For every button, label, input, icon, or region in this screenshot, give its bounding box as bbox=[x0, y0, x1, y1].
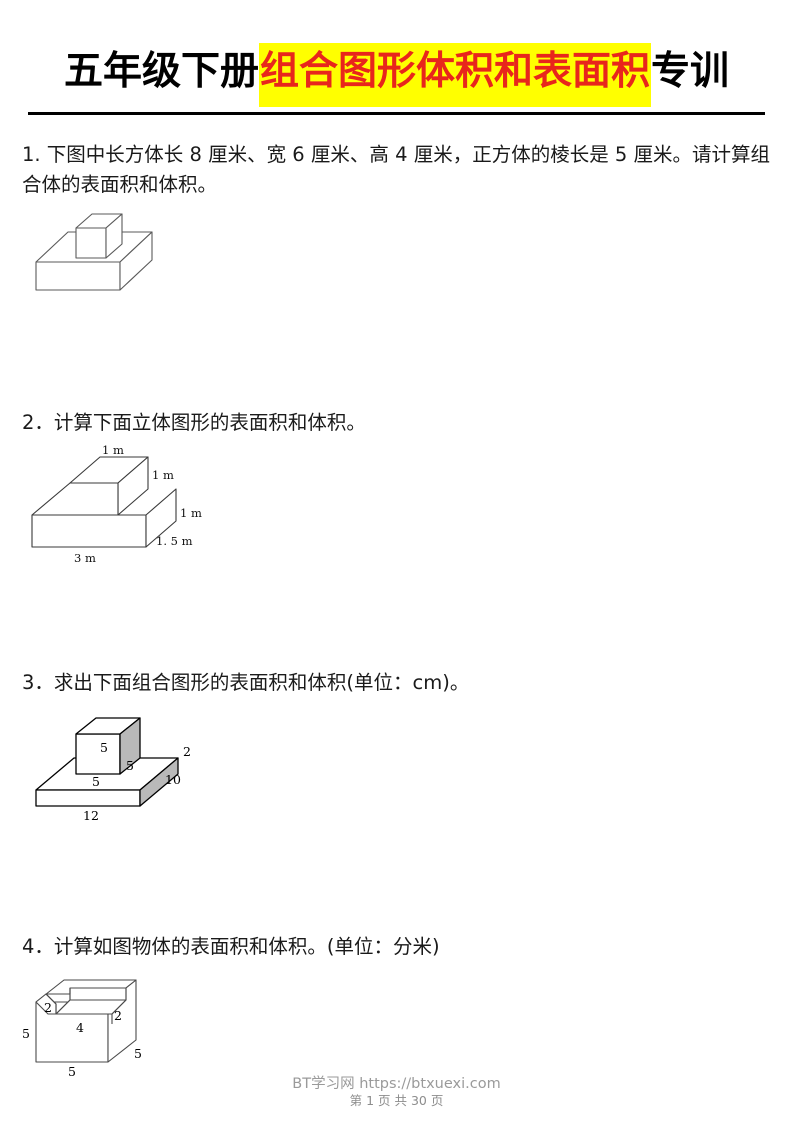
question-1-figure bbox=[24, 210, 204, 310]
page-title: 五年级下册组合图形体积和表面积专训 bbox=[0, 43, 793, 107]
cube-front-face bbox=[75, 733, 121, 775]
label-groove-depth-left: 2 bbox=[44, 1000, 52, 1015]
title-highlighted-phrase: 组合图形体积和表面积 bbox=[258, 43, 651, 107]
groove-rim-edge-inner bbox=[45, 993, 57, 1014]
label-base-width: 3 m bbox=[74, 551, 96, 565]
label-slab-width: 12 bbox=[83, 808, 99, 822]
cube-front-face bbox=[75, 227, 107, 259]
label-lower-height: 1 m bbox=[180, 506, 202, 520]
groove-rim-edge-right bbox=[70, 987, 127, 1015]
question-4-text: 4．计算如图物体的表面积和体积。(单位：分米) bbox=[22, 935, 440, 958]
cube-with-groove-diagram: 2 2 4 5 5 5 bbox=[22, 979, 142, 1079]
title-underline-rule bbox=[28, 112, 765, 115]
question-3-text: 3．求出下面组合图形的表面积和体积(单位：cm)。 bbox=[22, 671, 470, 694]
label-cube-front-width: 5 bbox=[92, 774, 100, 789]
footer-site-watermark: BT学习网 https://btxuexi.com bbox=[292, 1076, 501, 1092]
cube-right-face bbox=[105, 213, 123, 259]
label-cube-left-height: 5 bbox=[22, 1026, 30, 1041]
footer-page-indicator: 第 1 页 共 30 页 bbox=[349, 1093, 444, 1108]
lower-step-front-face bbox=[31, 514, 147, 548]
cuboid-with-cube-on-top-diagram bbox=[35, 213, 153, 291]
question-4-figure: 2 2 4 5 5 5 bbox=[8, 962, 183, 1080]
question-3-figure: 5 5 5 2 10 12 bbox=[18, 712, 233, 822]
label-upper-height: 1 m bbox=[152, 468, 174, 482]
question-2-figure: 1 m 1 m 1 m 1. 5 m 3 m bbox=[8, 443, 243, 573]
question-2-text: 2．计算下面立体图形的表面积和体积。 bbox=[22, 411, 366, 434]
groove-rim-edge-back bbox=[55, 988, 71, 1015]
lower-step-right-face bbox=[145, 488, 177, 548]
slab-front-face bbox=[35, 789, 141, 807]
label-cube-right-depth: 5 bbox=[134, 1046, 142, 1061]
groove-back-inner-wall bbox=[69, 987, 127, 1001]
label-cube-bottom-width: 5 bbox=[68, 1064, 76, 1079]
stepped-solid-diagram: 1 m 1 m 1 m 1. 5 m 3 m bbox=[31, 443, 202, 565]
cube-right-face bbox=[119, 717, 141, 775]
label-depth: 1. 5 m bbox=[156, 534, 193, 548]
label-groove-depth-right: 2 bbox=[114, 1008, 122, 1023]
label-slab-depth: 10 bbox=[165, 772, 181, 787]
label-top-width: 1 m bbox=[102, 443, 124, 457]
label-slab-thickness: 2 bbox=[183, 744, 191, 759]
label-groove-width: 4 bbox=[76, 1020, 84, 1035]
slab-front-face bbox=[35, 261, 121, 291]
label-cube-side: 5 bbox=[126, 758, 134, 773]
slab-right-face bbox=[139, 757, 179, 807]
title-suffix: 专训 bbox=[651, 49, 730, 94]
title-prefix: 五年级下册 bbox=[63, 49, 259, 94]
question-1-text: 1. 下图中长方体长 8 厘米、宽 6 厘米、高 4 厘米，正方体的棱长是 5 … bbox=[22, 143, 771, 196]
cube-on-slab-diagram: 5 5 5 2 10 12 bbox=[35, 717, 191, 822]
slab-right-face bbox=[119, 231, 153, 291]
label-cube-front-height: 5 bbox=[100, 740, 108, 755]
